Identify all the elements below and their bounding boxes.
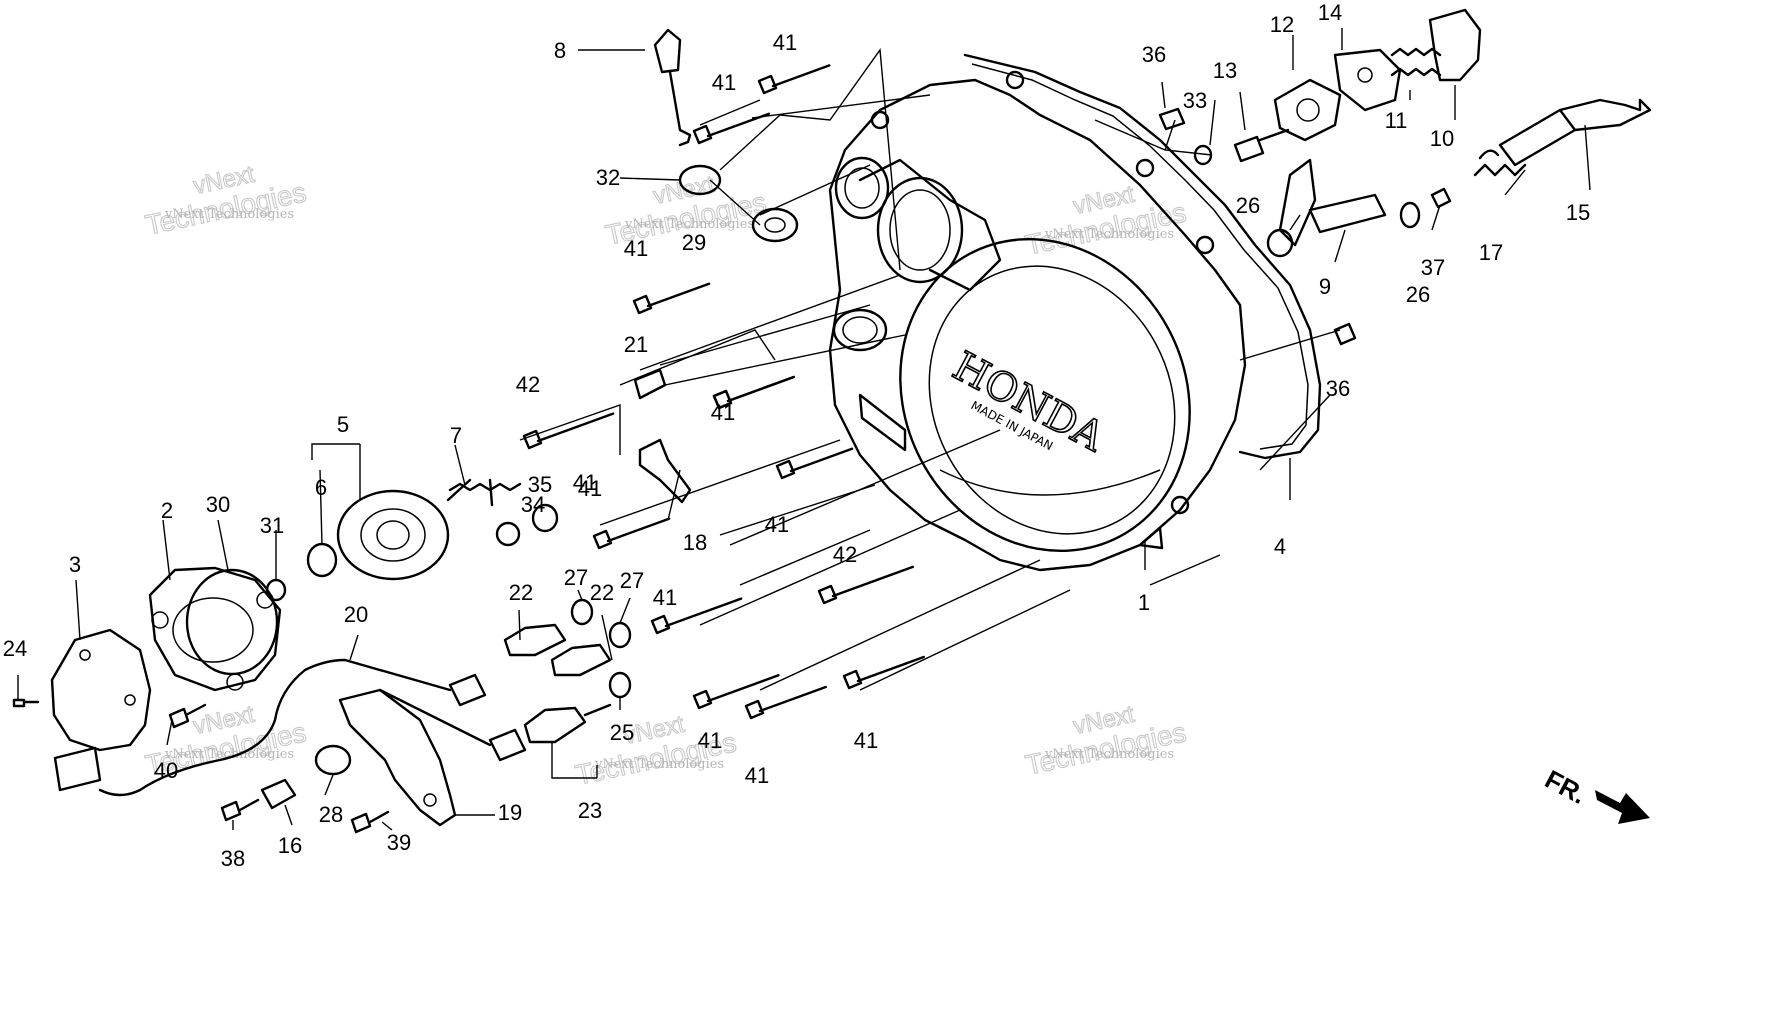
callout-39: 39 — [387, 830, 411, 855]
bolt-1 — [757, 64, 831, 95]
callout-12: 12 — [1270, 12, 1294, 37]
bolt-3 — [632, 282, 711, 315]
callout-41: 41 — [773, 30, 797, 55]
small-parts — [12, 8, 1652, 834]
callout-41: 41 — [854, 728, 878, 753]
bolt-5 — [522, 412, 615, 450]
callout-10: 10 — [1430, 126, 1454, 151]
callout-26: 26 — [1236, 193, 1260, 218]
cover-brand-emboss: HONDA — [945, 343, 1112, 461]
callout-4: 4 — [1274, 534, 1286, 559]
fr-arrow-icon — [1595, 790, 1650, 824]
bolt-7 — [712, 375, 795, 410]
callout-1: 1 — [1138, 590, 1150, 615]
bolt-2 — [692, 112, 771, 145]
callout-37: 37 — [1421, 255, 1445, 280]
callout-27: 27 — [564, 565, 588, 590]
svg-text:vNext Technologies: vNext Technologies — [1044, 747, 1174, 762]
callout-9: 9 — [1319, 274, 1331, 299]
callout-28: 28 — [319, 802, 343, 827]
callout-2: 2 — [161, 498, 173, 523]
callout-16: 16 — [278, 833, 302, 858]
leader-lines — [17, 28, 1591, 831]
callout-41: 41 — [653, 585, 677, 610]
callout-36: 36 — [1326, 376, 1350, 401]
callout-24: 24 — [3, 636, 27, 661]
fr-label: FR. — [1540, 764, 1591, 810]
bolt-9 — [817, 565, 915, 605]
callout-25: 25 — [610, 720, 634, 745]
callout-29: 29 — [682, 230, 706, 255]
callout-7: 7 — [450, 423, 462, 448]
bolt-13 — [842, 655, 925, 690]
callout-5: 5 — [337, 412, 349, 437]
callout-14: 14 — [1318, 0, 1342, 25]
front-direction-indicator: FR. — [1540, 764, 1650, 824]
bolt-11 — [692, 674, 780, 710]
bolt-6 — [592, 517, 671, 550]
callout-41: 41 — [745, 763, 769, 788]
callout-41: 41 — [765, 512, 789, 537]
callout-6: 6 — [315, 475, 327, 500]
callout-15: 15 — [1566, 200, 1590, 225]
callout-42: 42 — [516, 372, 540, 397]
callout-40: 40 — [154, 758, 178, 783]
callout-23: 23 — [578, 798, 602, 823]
svg-text:vNext Technologies: vNext Technologies — [164, 747, 294, 762]
callout-36: 36 — [1142, 42, 1166, 67]
callout-3: 3 — [69, 552, 81, 577]
callout-8: 8 — [554, 38, 566, 63]
svg-text:vNext Technologies: vNext Technologies — [594, 757, 724, 772]
callout-32: 32 — [596, 165, 620, 190]
callout-42: 42 — [833, 542, 857, 567]
callout-41: 41 — [573, 470, 597, 495]
callout-35: 35 — [528, 472, 552, 497]
svg-text:vNext Technologies: vNext Technologies — [624, 217, 754, 232]
svg-text:vNext Technologies: vNext Technologies — [164, 207, 294, 222]
callout-41: 41 — [624, 236, 648, 261]
callout-41: 41 — [698, 728, 722, 753]
callout-30: 30 — [206, 492, 230, 517]
svg-text:vNext Technologies: vNext Technologies — [1044, 227, 1174, 242]
callout-31: 31 — [260, 513, 284, 538]
callout-11: 11 — [1385, 108, 1408, 133]
callout-33: 33 — [1183, 88, 1207, 113]
bolt-8 — [775, 447, 854, 480]
crankcase-cover: HONDA MADE IN JAPAN — [828, 53, 1322, 572]
callout-41: 41 — [712, 70, 736, 95]
callout-17: 17 — [1479, 240, 1503, 265]
callout-38: 38 — [221, 846, 245, 871]
callout-21: 21 — [624, 332, 648, 357]
callout-19: 19 — [498, 800, 522, 825]
callout-41: 41 — [578, 476, 602, 501]
bolt-10 — [650, 597, 743, 635]
callout-26: 26 — [1406, 282, 1430, 307]
callout-22: 22 — [590, 580, 614, 605]
callout-13: 13 — [1213, 58, 1237, 83]
callout-41: 41 — [711, 400, 735, 425]
callout-22: 22 — [509, 580, 533, 605]
callout-20: 20 — [344, 602, 368, 627]
callout-27: 27 — [620, 568, 644, 593]
bolt-12 — [744, 685, 827, 720]
callout-34: 34 — [521, 492, 545, 517]
callout-18: 18 — [683, 530, 707, 555]
